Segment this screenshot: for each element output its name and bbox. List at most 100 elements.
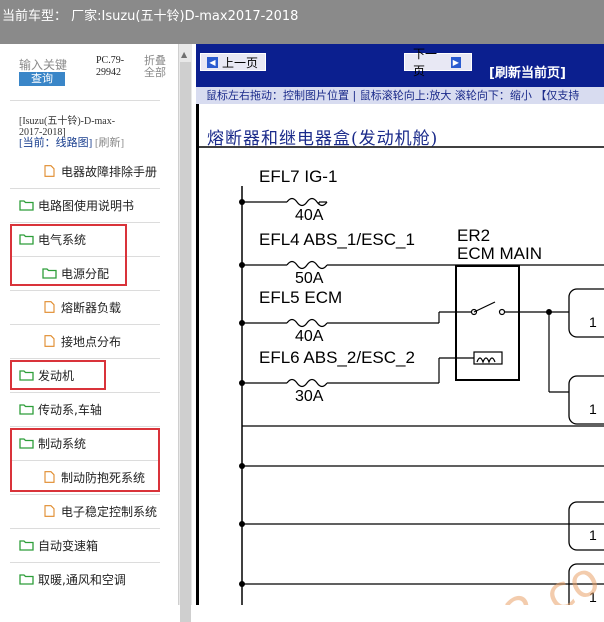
divider <box>10 392 160 393</box>
fuse-name: EFL5 ECM <box>259 288 342 307</box>
tree-item-label: 制动防抱死系统 <box>61 470 146 485</box>
tree-item-label: 电子稳定控制系统 <box>61 504 158 519</box>
tree-item-label: 电器故障排除手册 <box>61 164 158 179</box>
connector <box>568 375 604 425</box>
search-button[interactable]: 查询 <box>19 72 65 86</box>
folder-icon <box>19 199 34 211</box>
tree-item[interactable]: 熔断器负载 <box>42 296 121 318</box>
fuse-symbol <box>286 197 328 207</box>
folder-icon <box>19 539 34 551</box>
relay-box <box>455 265 520 381</box>
tree-item[interactable]: 取暖,通风和空调 <box>19 568 126 590</box>
tree-item-label: 取暖,通风和空调 <box>38 572 126 587</box>
next-page-button[interactable]: 下一页 ▶ <box>404 47 472 78</box>
folder-icon <box>19 573 34 585</box>
watermark: 2 co <box>497 550 604 605</box>
fuse-symbol <box>286 260 328 270</box>
divider <box>10 358 160 359</box>
tree-item[interactable]: 电器故障排除手册 <box>42 160 157 182</box>
folder-icon <box>19 233 34 245</box>
tree-item[interactable]: 电路图使用说明书 <box>19 194 134 216</box>
wiring-diagram[interactable]: 熔断器和继电器盒(发动机舱) EFL7 IG-1 40A EFL4 ABS_1/ES… <box>196 104 604 605</box>
tree-item-label: 传动系,车轴 <box>38 402 102 417</box>
relay-switch <box>473 301 496 313</box>
tree-item-label: 电路图使用说明书 <box>38 198 135 213</box>
viewer-toolbar: ◀ 上一页 下一页 ▶ [刷新当前页] <box>196 44 604 87</box>
tree-item[interactable]: 制动防抱死系统 <box>42 466 145 488</box>
arrow-left-icon: ◀ <box>207 56 218 68</box>
file-icon <box>42 505 57 517</box>
relay-coil <box>473 351 503 365</box>
breadcrumb: [Isuzu(五十铃)-D-max- 2017-2018] [当前：线路图] [… <box>19 116 125 149</box>
divider <box>10 460 160 461</box>
fuse-name: EFL6 ABS_2/ESC_2 <box>259 348 415 367</box>
connector-pin: 1 <box>589 589 597 605</box>
relay-label: ER2 <box>457 226 490 245</box>
tree-item-label: 电源分配 <box>61 266 110 281</box>
search-input[interactable]: 输入关键 <box>19 58 68 72</box>
divider <box>10 290 160 291</box>
sidebar: 输入关键 查询 PC.79- 29942 折叠 全部 [Isuzu(五十铃)-D… <box>0 44 178 605</box>
tree-item[interactable]: 电气系统 <box>19 228 86 250</box>
refresh-link[interactable]: [刷新] <box>94 137 125 149</box>
tree-item[interactable]: 电源分配 <box>42 262 109 284</box>
arrow-right-icon: ▶ <box>450 56 461 68</box>
tree-item-label: 熔断器负载 <box>61 300 122 315</box>
tree-item-label: 发动机 <box>38 368 75 383</box>
refresh-page-button[interactable]: [刷新当前页] <box>489 66 566 81</box>
tree-item[interactable]: 电子稳定控制系统 <box>42 500 157 522</box>
fuse-name: EFL7 IG-1 <box>259 167 337 186</box>
scroll-up-icon[interactable]: ▲ <box>181 50 188 59</box>
tree-item[interactable]: 制动系统 <box>19 432 86 454</box>
divider <box>10 256 160 257</box>
relay-contact <box>498 308 506 316</box>
tree-item-label: 接地点分布 <box>61 334 122 349</box>
tree-item-label: 制动系统 <box>38 436 87 451</box>
tree-item[interactable]: 发动机 <box>19 364 74 386</box>
collapse-all-button[interactable]: 折叠 全部 <box>144 54 166 79</box>
file-icon <box>42 301 57 313</box>
fuse-rating: 40A <box>295 328 324 345</box>
highlight-box <box>10 428 160 492</box>
highlight-box <box>10 360 106 390</box>
tree-item-label: 电气系统 <box>38 232 87 247</box>
tree-item[interactable]: 自动变速箱 <box>19 534 98 556</box>
folder-icon <box>19 437 34 449</box>
folder-icon <box>19 369 34 381</box>
divider <box>10 528 160 529</box>
connector <box>568 288 604 338</box>
fuse-rating: 30A <box>295 388 324 405</box>
divider <box>10 222 160 223</box>
search-row: 输入关键 查询 PC.79- 29942 折叠 全部 <box>0 44 178 94</box>
connector-pin: 1 <box>589 401 597 417</box>
scrollbar[interactable]: ▲ <box>178 44 193 622</box>
file-icon <box>42 165 57 177</box>
pc-code: PC.79- 29942 <box>96 55 125 78</box>
divider <box>10 426 160 427</box>
file-icon <box>42 335 57 347</box>
fuse-name: EFL4 ABS_1/ESC_1 <box>259 230 415 249</box>
fuse-symbol <box>286 378 328 388</box>
tree-item[interactable]: 接地点分布 <box>42 330 121 352</box>
divider <box>10 494 160 495</box>
scrollbar-thumb[interactable] <box>180 62 191 622</box>
window-title: 当前车型： 厂家:Isuzu(五十铃)D-max2017-2018 <box>2 9 299 24</box>
tree-item-label: 自动变速箱 <box>38 538 99 553</box>
current-label: [当前：线路图] <box>19 137 93 149</box>
connector-pin: 1 <box>589 527 597 543</box>
tree-item[interactable]: 传动系,车轴 <box>19 398 102 420</box>
prev-page-button[interactable]: ◀ 上一页 <box>200 53 266 71</box>
highlight-box <box>10 224 127 286</box>
file-icon <box>42 471 57 483</box>
divider <box>10 562 160 563</box>
fuse-rating: 40A <box>295 207 324 224</box>
divider <box>10 324 160 325</box>
divider <box>10 100 160 101</box>
relay-coil-winding <box>476 357 496 364</box>
folder-icon <box>19 403 34 415</box>
diagram-title: 熔断器和继电器盒(发动机舱) <box>207 129 439 149</box>
hint-bar: 鼠标左右拖动：控制图片位置 | 鼠标滚轮向上:放大 滚轮向下：缩小 【仅支持 <box>196 87 604 104</box>
divider <box>10 188 160 189</box>
fuse-symbol <box>286 318 328 328</box>
